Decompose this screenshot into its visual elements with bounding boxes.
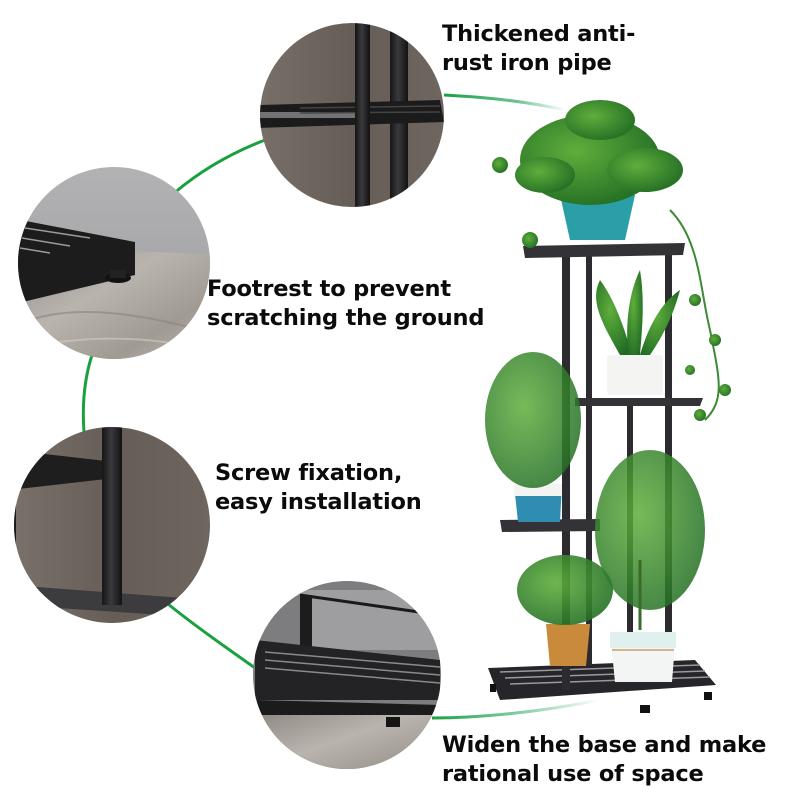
feature-caption-line: easy installation bbox=[215, 489, 422, 515]
feature-caption-footrest: Footrest to prevent scratching the groun… bbox=[207, 275, 484, 333]
wide-base-closeup-image bbox=[253, 581, 441, 769]
stand-shelves bbox=[500, 243, 703, 532]
screw-joint-closeup-image bbox=[14, 427, 210, 623]
feature-caption-line: rust iron pipe bbox=[442, 50, 612, 76]
plant-pots bbox=[514, 195, 676, 682]
stand-base bbox=[488, 660, 716, 713]
feature-caption-base: Widen the base and make rational use of … bbox=[442, 731, 766, 789]
feature-caption-screw: Screw fixation, easy installation bbox=[215, 459, 422, 517]
footrest-closeup-image bbox=[18, 167, 210, 359]
feature-caption-line: scratching the ground bbox=[207, 305, 485, 331]
feature-caption-line: rational use of space bbox=[442, 761, 704, 787]
pipe-closeup-image bbox=[260, 23, 444, 207]
plant-foliage bbox=[485, 100, 731, 630]
feature-caption-line: Thickened anti- bbox=[442, 21, 636, 47]
feature-caption-line: Footrest to prevent bbox=[207, 276, 451, 302]
feature-caption-line: Widen the base and make bbox=[442, 732, 767, 758]
feature-caption-line: Screw fixation, bbox=[215, 460, 403, 486]
feature-caption-pipe: Thickened anti- rust iron pipe bbox=[442, 20, 635, 78]
